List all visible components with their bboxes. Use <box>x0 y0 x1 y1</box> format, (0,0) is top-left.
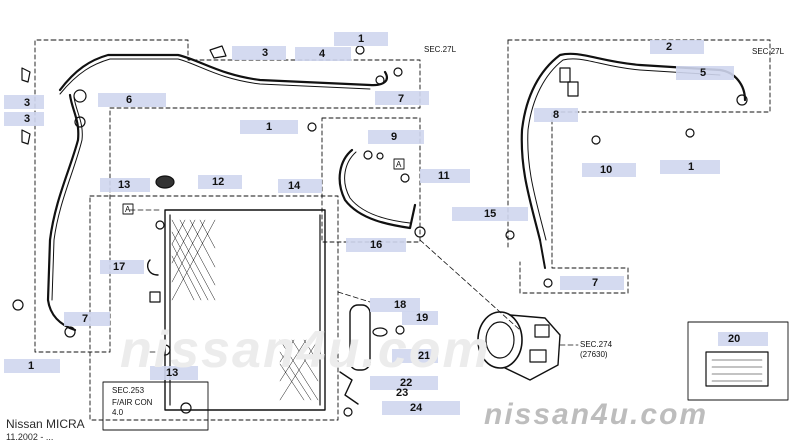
callout-1[interactable] <box>660 160 720 174</box>
callout-number: 1 <box>358 33 365 45</box>
pipe-assembly-left <box>46 53 388 338</box>
callout-21[interactable] <box>392 349 438 363</box>
callout-7[interactable] <box>560 276 624 290</box>
callout-1[interactable] <box>334 32 388 46</box>
callout-number: 11 <box>438 170 450 182</box>
callout-number: 4 <box>319 48 326 60</box>
hardware <box>12 45 695 414</box>
callout-number: 5 <box>700 67 707 79</box>
callout-number: 7 <box>592 277 599 289</box>
part-20-label <box>705 351 769 387</box>
callout-5[interactable] <box>676 66 734 80</box>
sec-274-code: (27630) <box>580 350 608 359</box>
callout-3[interactable] <box>4 95 44 109</box>
callout-number: 3 <box>24 97 31 109</box>
sec-274-label: SEC.274 <box>580 340 613 349</box>
callout-number: 18 <box>394 299 407 311</box>
callout-20[interactable] <box>718 332 768 346</box>
air-con-tag: F/AIR CON 4.0 <box>112 398 153 417</box>
callout-number: 6 <box>126 94 133 106</box>
callout-number: 20 <box>728 333 741 345</box>
callout-6[interactable] <box>98 93 166 107</box>
watermark-site-faint: nissan4u.com <box>120 321 491 379</box>
callout-17[interactable] <box>100 260 144 274</box>
watermark-brand: Nissan MICRA <box>6 417 85 431</box>
hose-assembly <box>338 148 426 238</box>
callout-14[interactable] <box>278 179 322 193</box>
callout-number: 10 <box>600 164 613 176</box>
callout-number: 17 <box>113 261 126 273</box>
callout-number: 13 <box>118 179 131 191</box>
callout-24[interactable] <box>382 401 460 415</box>
callout-22[interactable] <box>370 376 438 390</box>
callout-1[interactable] <box>240 120 298 134</box>
callout-number: 21 <box>418 350 431 362</box>
ref-a-box <box>393 158 405 170</box>
callout-13[interactable] <box>150 366 198 380</box>
sec-270-label-left: SEC.27L <box>424 45 457 54</box>
callout-10[interactable] <box>582 163 636 177</box>
callout-number: 8 <box>553 109 560 121</box>
callout-number: 24 <box>410 402 423 414</box>
callout-number: 3 <box>24 113 31 125</box>
watermark-site: nissan4u.com <box>484 398 709 431</box>
callout-8[interactable] <box>534 108 578 122</box>
ref-a-box <box>122 203 134 215</box>
callout-11[interactable] <box>420 169 470 183</box>
part-20-frame <box>687 321 789 401</box>
callout-9[interactable] <box>368 130 424 144</box>
callout-number: 1 <box>266 121 273 133</box>
callout-number: 19 <box>416 312 429 324</box>
callout-7[interactable] <box>375 91 429 105</box>
callout-16[interactable] <box>346 238 406 252</box>
callout-2[interactable] <box>650 40 704 54</box>
watermark-date: 11.2002 - ... <box>6 432 54 442</box>
connection-lines <box>129 209 579 353</box>
callout-number: 7 <box>398 93 405 105</box>
callout-number: 1 <box>28 360 35 372</box>
compressor <box>477 311 561 381</box>
callout-number: 1 <box>688 161 695 173</box>
callout-number: 2 <box>666 41 673 53</box>
callout-13[interactable] <box>100 178 150 192</box>
callout-number: 3 <box>262 47 269 59</box>
callout-1[interactable] <box>4 359 60 373</box>
callout-number: 9 <box>391 131 398 143</box>
condenser <box>146 209 326 411</box>
ref-a-marker: A <box>125 205 131 214</box>
callout-12[interactable] <box>198 175 242 189</box>
callout-15[interactable] <box>452 207 528 221</box>
callout-number: 13 <box>166 367 179 379</box>
sec-253-label: SEC.253 <box>112 386 145 395</box>
ref-a-marker: A <box>396 160 402 169</box>
callout-number: 15 <box>484 208 497 220</box>
sec-270-label-right: SEC.27L <box>752 47 785 56</box>
sec-253-box <box>102 381 209 431</box>
callout-19[interactable] <box>402 311 438 325</box>
callout-4[interactable] <box>295 47 351 61</box>
receiver-drier <box>339 304 388 417</box>
callout-number: 22 <box>400 377 413 389</box>
callout-7[interactable] <box>64 312 110 326</box>
callout-18[interactable] <box>370 298 420 312</box>
callout-3[interactable] <box>4 112 44 126</box>
callout-number: 14 <box>288 180 301 192</box>
callout-number: 7 <box>82 313 89 325</box>
callout-number: 12 <box>212 176 225 188</box>
callout-number: 16 <box>370 239 383 251</box>
callout-3[interactable] <box>232 46 286 60</box>
callout-number: 23 <box>396 387 409 399</box>
